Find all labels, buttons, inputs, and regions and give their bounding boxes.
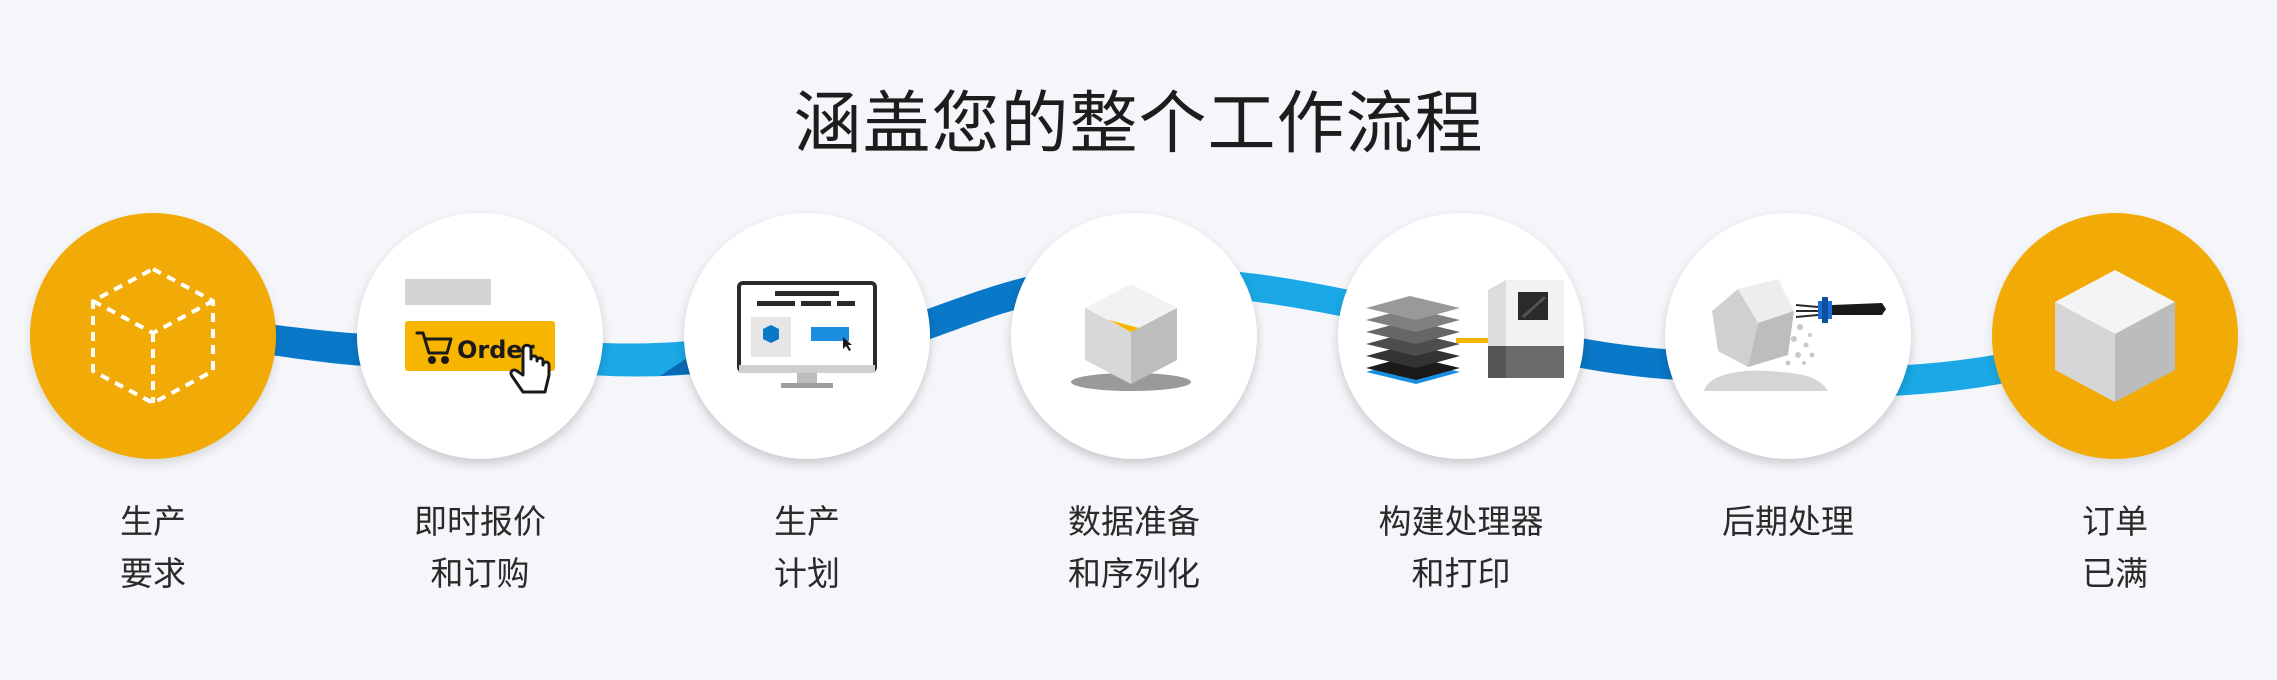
step-label-3: 生产 计划	[657, 496, 957, 600]
step-label-line: 和打印	[1411, 554, 1511, 593]
step-label-line: 后期处理	[1722, 502, 1854, 541]
step-node-6	[1665, 213, 1911, 459]
order-button-icon: Order	[405, 279, 555, 394]
step-label-6: 后期处理	[1638, 496, 1938, 548]
cart-icon	[415, 331, 453, 364]
step-label-2: 即时报价 和订购	[330, 496, 630, 600]
step-node-7	[1992, 213, 2238, 459]
step-label-line: 数据准备	[1068, 502, 1200, 541]
step-label-line: 计划	[774, 554, 840, 593]
step-label-1: 生产 要求	[3, 496, 303, 600]
sandblast-cube-icon	[1704, 279, 1886, 391]
step-node-5	[1338, 213, 1584, 459]
step-label-line: 和序列化	[1068, 554, 1200, 593]
cube-icon	[1071, 284, 1191, 391]
step-node-2: Order	[357, 213, 603, 459]
step-node-3	[684, 213, 930, 459]
step-node-4	[1011, 213, 1257, 459]
layers-icon	[1366, 296, 1488, 384]
step-label-line: 已满	[2082, 554, 2148, 593]
step-label-line: 生产	[774, 502, 840, 541]
dashed-cube-icon	[91, 267, 215, 405]
step-label-line: 构建处理器	[1378, 502, 1544, 541]
layers-printer-icon	[1366, 280, 1564, 384]
step-label-7: 订单 已满	[1965, 496, 2265, 600]
step-label-5: 构建处理器 和打印	[1311, 496, 1611, 600]
page-title: 涵盖您的整个工作流程	[793, 85, 1484, 164]
hand-cursor-icon	[509, 343, 551, 394]
step-label-line: 订单	[2082, 502, 2148, 541]
step-label-line: 要求	[120, 554, 186, 593]
printer-icon	[1488, 280, 1564, 378]
step-node-1	[30, 213, 276, 459]
step-label-line: 即时报价	[414, 502, 546, 541]
solid-cube-icon	[2055, 270, 2175, 402]
step-label-4: 数据准备 和序列化	[984, 496, 1284, 600]
step-label-line: 和订购	[430, 554, 530, 593]
step-label-line: 生产	[120, 502, 186, 541]
monitor-icon	[737, 281, 877, 388]
